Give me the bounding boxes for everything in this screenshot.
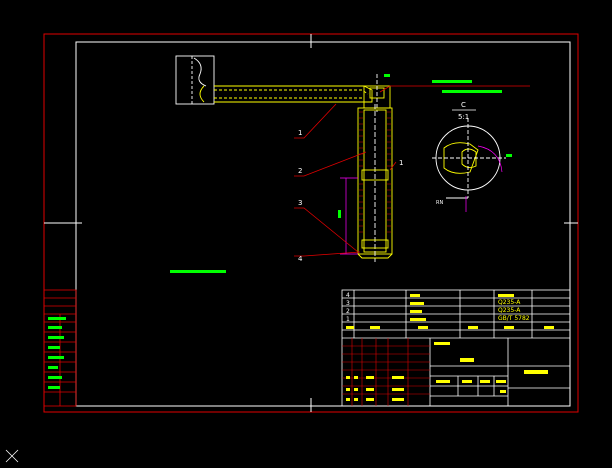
height-dimension-text [338,210,341,218]
technical-note [170,270,226,273]
detail-view [432,118,506,199]
title-block-grid [341,289,571,407]
balloon-2: 2 [298,167,302,175]
parts-row-no: 4 [346,292,350,299]
parts-row-material: Q235-A [498,299,521,306]
left-strip-text [48,317,66,389]
parts-list: 4 3 2 1 Q235-A Q235-A GB/T 5782 [346,292,530,323]
balloon-1: 1 [298,129,302,137]
detail-angle-text [506,154,512,157]
detail-scale: 5:1 [458,113,469,121]
top-small-label [384,74,390,77]
balloon-3: 3 [298,199,302,207]
surface-note [432,80,502,93]
centering-marks [44,34,578,412]
parts-row-no: 2 [346,308,350,315]
left-strip-table [43,289,77,407]
detail-label: C [461,101,466,109]
crank-handle [175,55,393,262]
detail-dimension [465,145,503,212]
view-label: RN [436,200,443,206]
leader-lines [294,85,530,257]
title-block-red-grid [342,338,430,406]
parts-row-material: Q235-A [498,307,521,314]
balloon-4: 4 [298,255,303,263]
parts-row-no: 3 [346,300,350,307]
inner-border [75,41,571,407]
grip-hatching [359,111,391,233]
parts-row-material: GB/T 5782 [498,315,530,322]
balloon-labels: 1 2 3 4 1 [298,129,403,263]
cursor-crosshair-icon [5,449,19,463]
title-block-glyphs [346,294,554,401]
height-dimension [340,177,358,255]
balloon-1-detail: 1 [399,159,403,167]
parts-row-no: 1 [346,316,350,323]
